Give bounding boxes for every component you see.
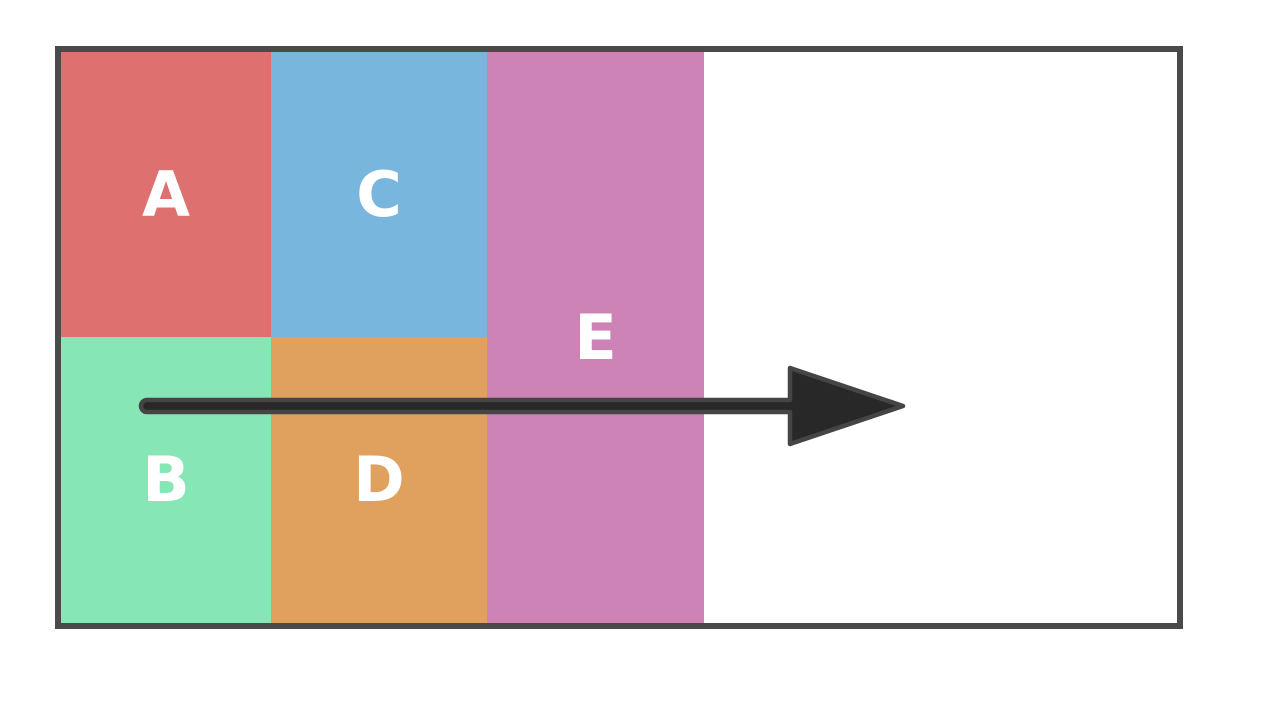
region-a-label: A [142, 157, 190, 231]
region-b-label: B [142, 443, 190, 516]
region-c: C [271, 52, 487, 337]
region-d-label: D [353, 443, 405, 516]
region-b: B [61, 337, 271, 623]
region-a: A [61, 52, 271, 337]
outer-frame [55, 46, 1183, 629]
region-e-label: E [574, 300, 617, 374]
region-c-label: C [356, 157, 402, 231]
region-d: D [271, 337, 487, 623]
region-e: E [487, 52, 704, 623]
